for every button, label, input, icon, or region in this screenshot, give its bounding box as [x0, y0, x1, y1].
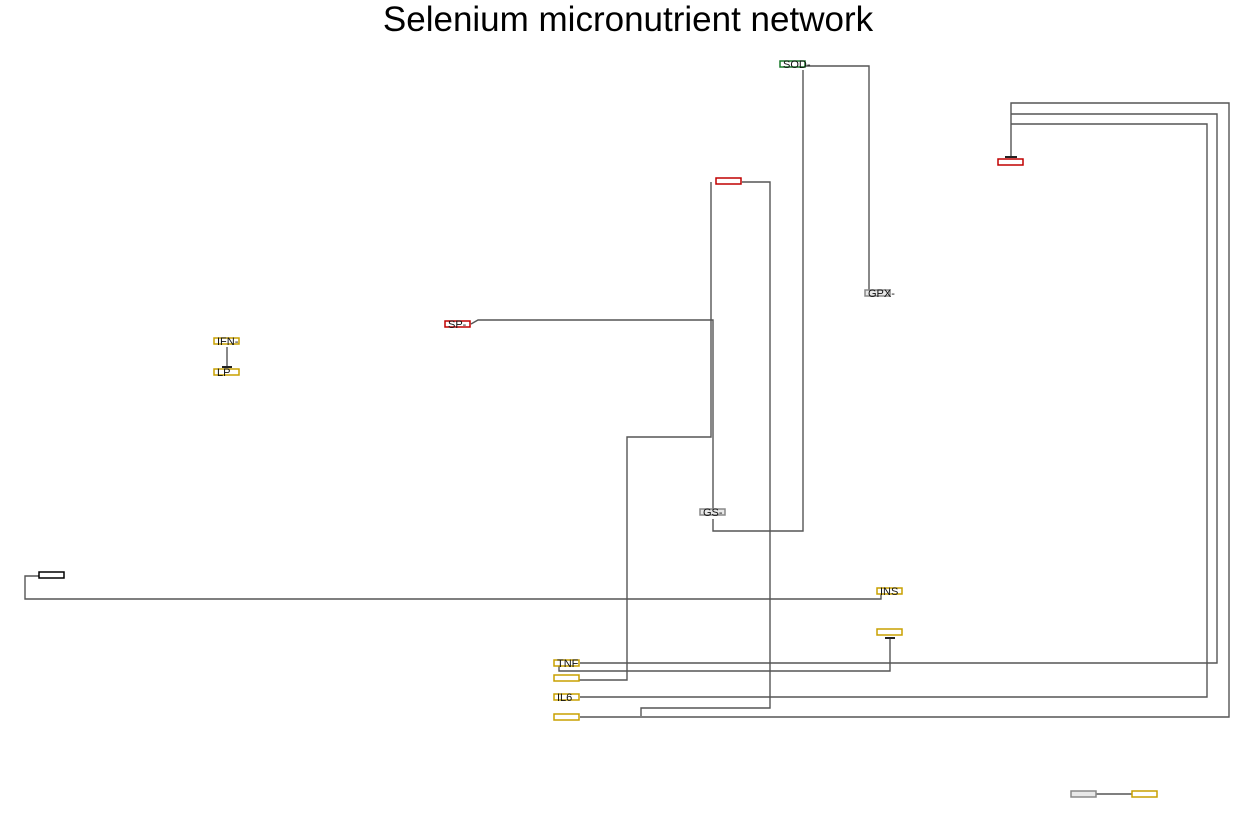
edge-gsh-to-sod: [712, 70, 804, 532]
node-gsh[interactable]: GS-: [699, 507, 726, 519]
node-gray-br[interactable]: [1070, 790, 1097, 798]
node-box: [715, 177, 742, 185]
node-ins[interactable]: INS: [876, 586, 903, 598]
diagram-title: Selenium micronutrient network: [382, 0, 874, 39]
node-red-mid[interactable]: [715, 177, 742, 185]
node-label: SOD-: [783, 59, 811, 71]
node-tnf[interactable]: TNF: [553, 658, 580, 670]
node-sod[interactable]: SOD-: [779, 59, 811, 71]
node-label: IL6: [557, 692, 572, 704]
node-lp[interactable]: LP: [213, 367, 240, 379]
node-label: INS: [880, 586, 898, 598]
node-red-top-right[interactable]: [997, 158, 1024, 166]
node-box: [38, 571, 65, 579]
node-label: GS-: [703, 507, 723, 519]
node-box: [1131, 790, 1158, 798]
node-box: [213, 368, 240, 376]
node-gpx[interactable]: GPX-: [864, 288, 895, 300]
node-label: TNF: [557, 658, 579, 670]
edge-red-mid-to-gsh: [640, 181, 771, 716]
edge-il6-to-red-top-right: [580, 102, 1230, 718]
node-label: LP: [217, 367, 230, 379]
node-box: [779, 60, 806, 68]
node-box: [553, 659, 580, 667]
node-label: IFN-: [217, 336, 239, 348]
edge-sp-to-gsh: [470, 319, 714, 509]
node-sp[interactable]: SP-: [444, 319, 471, 331]
edge-gsh-to-gold-a: [573, 182, 712, 681]
edge-tnf-to-red-top-right: [580, 123, 1208, 698]
node-ifn[interactable]: IFN-: [213, 336, 240, 348]
node-gold-mid[interactable]: [876, 628, 903, 636]
node-gold-a[interactable]: [553, 674, 580, 682]
node-box: [876, 587, 903, 595]
node-box: [864, 289, 891, 297]
node-gold-br[interactable]: [1131, 790, 1158, 798]
node-box: [553, 713, 580, 721]
node-box: [553, 693, 580, 701]
node-box: [997, 158, 1024, 166]
node-black-left[interactable]: [38, 571, 65, 579]
node-box: [699, 508, 726, 516]
edge-sod-to-gpx: [805, 65, 870, 290]
node-box: [213, 337, 240, 345]
edge-black-left-to-ins: [580, 113, 1218, 664]
node-box: [553, 674, 580, 682]
node-label: GPX-: [868, 288, 895, 300]
edge-gold-b-to-red-top-right: [558, 638, 891, 672]
node-il6[interactable]: IL6: [553, 692, 580, 704]
node-box: [444, 320, 471, 328]
node-box: [876, 628, 903, 636]
node-label: SP-: [448, 319, 467, 331]
node-box: [1070, 790, 1097, 798]
edge-ifn-to-lp: [24, 575, 882, 600]
node-gold-b[interactable]: [553, 713, 580, 721]
